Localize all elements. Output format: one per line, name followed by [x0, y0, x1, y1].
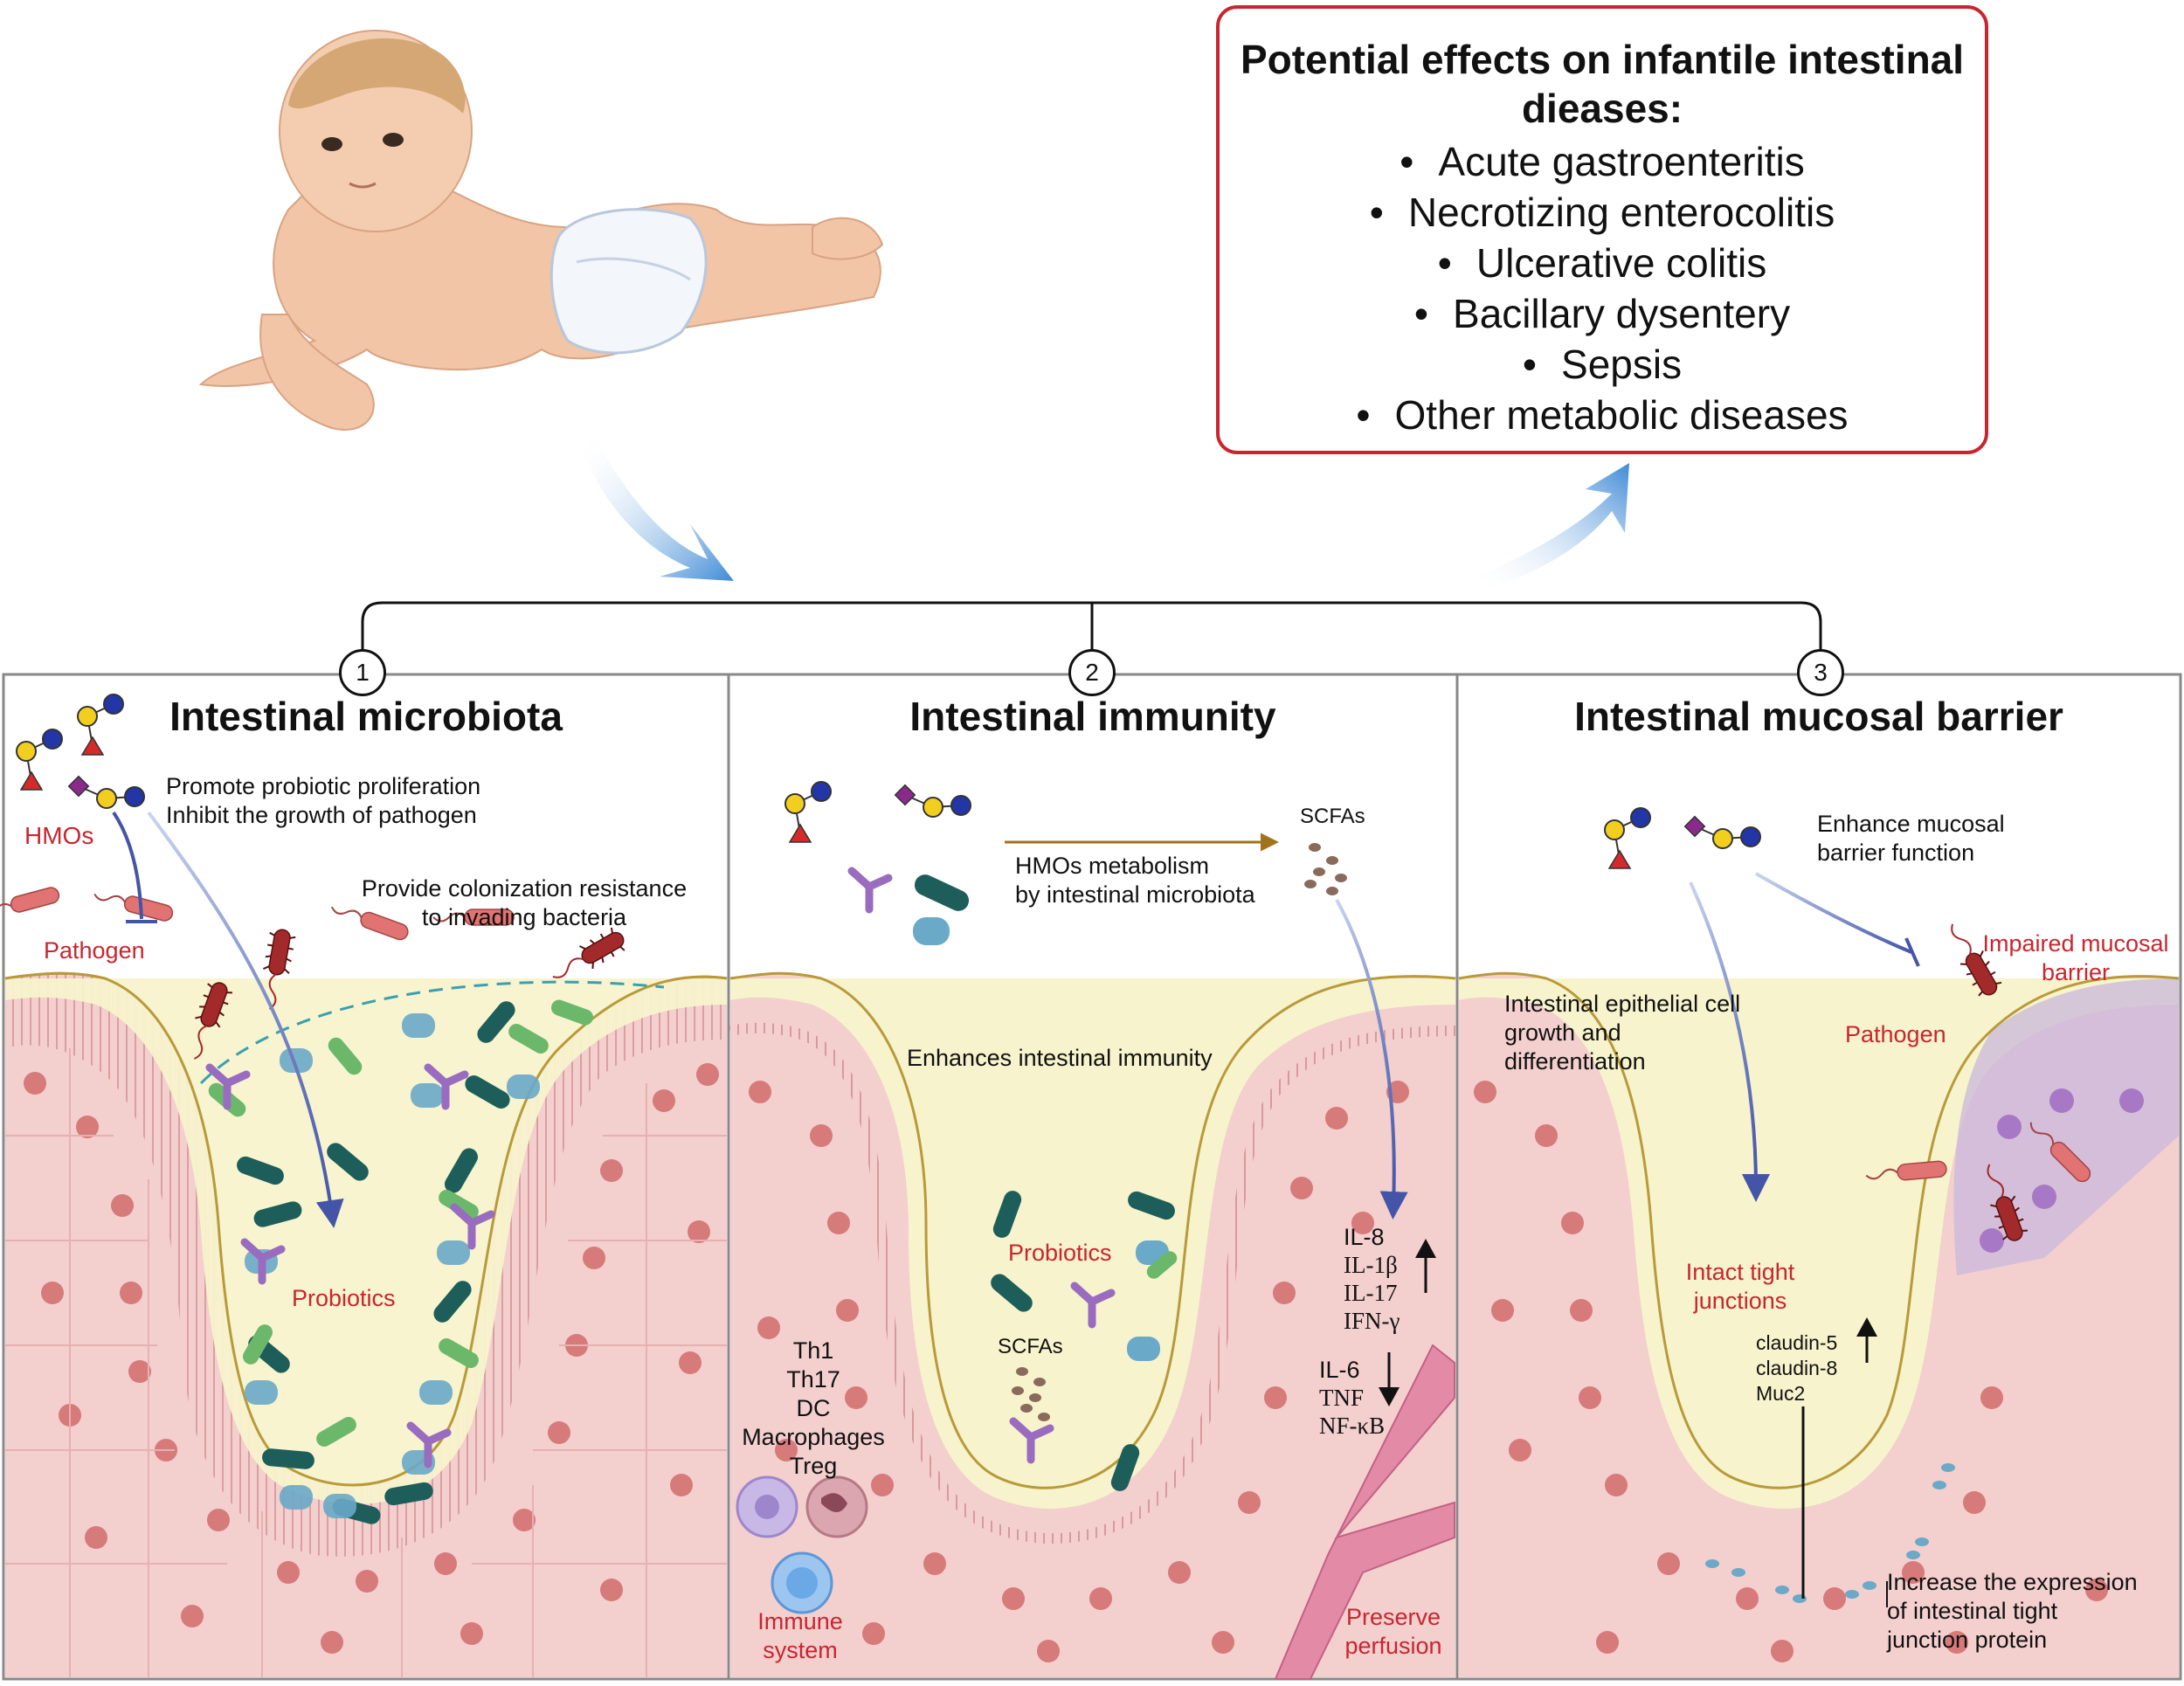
- effect-line-2: Inhibit the growth of pathogen: [166, 802, 477, 828]
- scfa-dots-mid: [1012, 1367, 1050, 1421]
- blood-vessel: [1274, 1344, 1455, 1680]
- immune-cell-macrophages: Macrophages: [742, 1424, 885, 1450]
- pathogen-inhibit-line: [1755, 872, 1912, 954]
- immune-cell-th17: Th17: [786, 1366, 840, 1392]
- increase-line-2: of intestinal tight: [1887, 1598, 2058, 1624]
- effects-item: Other metabolic diseases: [1220, 390, 1985, 440]
- immune-cells: [736, 1475, 868, 1614]
- effects-box: Potential effects on infantile intestina…: [1216, 5, 1988, 454]
- down-marker-tnf: TNF: [1319, 1385, 1365, 1411]
- effects-title: Potential effects on infantile intestina…: [1240, 37, 1965, 131]
- colonization-line-2: to invading bacteria: [421, 904, 627, 930]
- epithelial-growth-arrow: [1689, 881, 1770, 1202]
- tight-junction-line-2: junctions: [1693, 1288, 1787, 1314]
- pathogen-label-3: Pathogen: [1845, 1021, 1946, 1047]
- impaired-barrier-line-2: barrier: [2041, 959, 2111, 985]
- down-marker-il6: IL-6: [1319, 1357, 1360, 1383]
- tight-junction-line-1: Intact tight: [1685, 1259, 1795, 1285]
- panel-number-2: 2: [1068, 649, 1116, 696]
- panel-1-title: Intestinal microbiota: [169, 694, 563, 739]
- epithelial-line-1: Intestinal epithelial cell: [1504, 991, 1741, 1017]
- panel-number-3: 3: [1797, 649, 1844, 696]
- up-arrow-immunity: [1415, 1239, 1436, 1293]
- enhances-immunity-label: Enhances intestinal immunity: [907, 1045, 1213, 1071]
- perfusion-line-1: Preserve: [1345, 1604, 1441, 1630]
- down-arrow-immunity: [1379, 1352, 1400, 1406]
- protein-muc2: Muc2: [1756, 1382, 1806, 1405]
- scfa-dots-top: [1304, 843, 1347, 895]
- scfas-label-mid: SCFAs: [998, 1335, 1063, 1358]
- big-arrow-up-right: [1476, 463, 1629, 590]
- panel-2-title: Intestinal immunity: [909, 694, 1276, 739]
- immune-cell-th1: Th1: [792, 1337, 834, 1364]
- up-marker-il1b: IL-1β: [1344, 1252, 1398, 1278]
- immune-cell-dc: DC: [796, 1395, 831, 1421]
- hmo-to-probiotics-arrow: [147, 811, 344, 1228]
- effects-item: Necrotizing enterocolitis: [1220, 187, 1985, 238]
- effects-item: Acute gastroenteritis: [1220, 136, 1985, 187]
- panel-2-probiotics: [991, 1191, 1178, 1491]
- down-marker-nfkb: NF-κB: [1319, 1413, 1386, 1439]
- up-marker-il8: IL-8: [1344, 1224, 1385, 1250]
- epithelial-line-2: growth and: [1504, 1019, 1621, 1046]
- enhance-barrier-line-2: barrier function: [1817, 840, 1975, 866]
- protein-claudin5: claudin-5: [1756, 1331, 1838, 1354]
- effects-item: Bacillary dysentery: [1220, 288, 1985, 339]
- immune-system-line-2: system: [763, 1637, 838, 1663]
- effects-item: Sepsis: [1220, 339, 1985, 390]
- metabolism-line-2: by intestinal microbiota: [1015, 881, 1255, 908]
- probiotics-label-2: Probiotics: [1008, 1240, 1112, 1266]
- baby-illustration: [198, 30, 884, 431]
- epithelial-line-3: differentiation: [1504, 1048, 1646, 1074]
- impaired-barrier-line-1: Impaired mucosal: [1982, 930, 2169, 957]
- effects-item: Ulcerative colitis: [1220, 238, 1985, 288]
- increase-line-3: junction protein: [1887, 1627, 2048, 1653]
- protein-claudin8: claudin-8: [1756, 1357, 1838, 1379]
- effect-line-1: Promote probiotic proliferation: [166, 773, 481, 799]
- up-marker-ifng: IFN-γ: [1344, 1308, 1400, 1334]
- panel-number-1: 1: [339, 649, 386, 696]
- panel-1-tissue: [4, 971, 728, 1677]
- immune-cell-treg: Treg: [789, 1453, 838, 1479]
- colonization-line-1: Provide colonization resistance: [361, 875, 688, 902]
- immune-system-line-1: Immune: [757, 1608, 843, 1634]
- effects-list: Acute gastroenteritis Necrotizing entero…: [1220, 136, 1985, 440]
- panel-2-tissue: [729, 971, 1456, 1680]
- scfa-down-arrow: [1335, 899, 1408, 1220]
- probiotics-label-1: Probiotics: [292, 1285, 396, 1311]
- pathogen-label-1: Pathogen: [44, 937, 145, 964]
- big-arrow-down-right: [581, 437, 734, 581]
- up-arrow-claudin: [1856, 1317, 1877, 1363]
- metabolism-line-1: HMOs metabolism: [1015, 853, 1210, 879]
- scfas-label-top: SCFAs: [1300, 805, 1365, 828]
- panel-3-title: Intestinal mucosal barrier: [1574, 694, 2063, 739]
- panel-1-probiotics: [205, 999, 594, 1524]
- increase-line-1: Increase the expression: [1887, 1569, 2138, 1595]
- hmo-inhibit-line: [112, 811, 143, 920]
- colonization-dashed-arc: [199, 980, 665, 1085]
- perfusion-line-2: perfusion: [1344, 1633, 1442, 1659]
- hmos-label: HMOs: [24, 822, 94, 849]
- enhance-barrier-line-1: Enhance mucosal: [1817, 811, 2005, 837]
- up-marker-il17: IL-17: [1344, 1280, 1398, 1306]
